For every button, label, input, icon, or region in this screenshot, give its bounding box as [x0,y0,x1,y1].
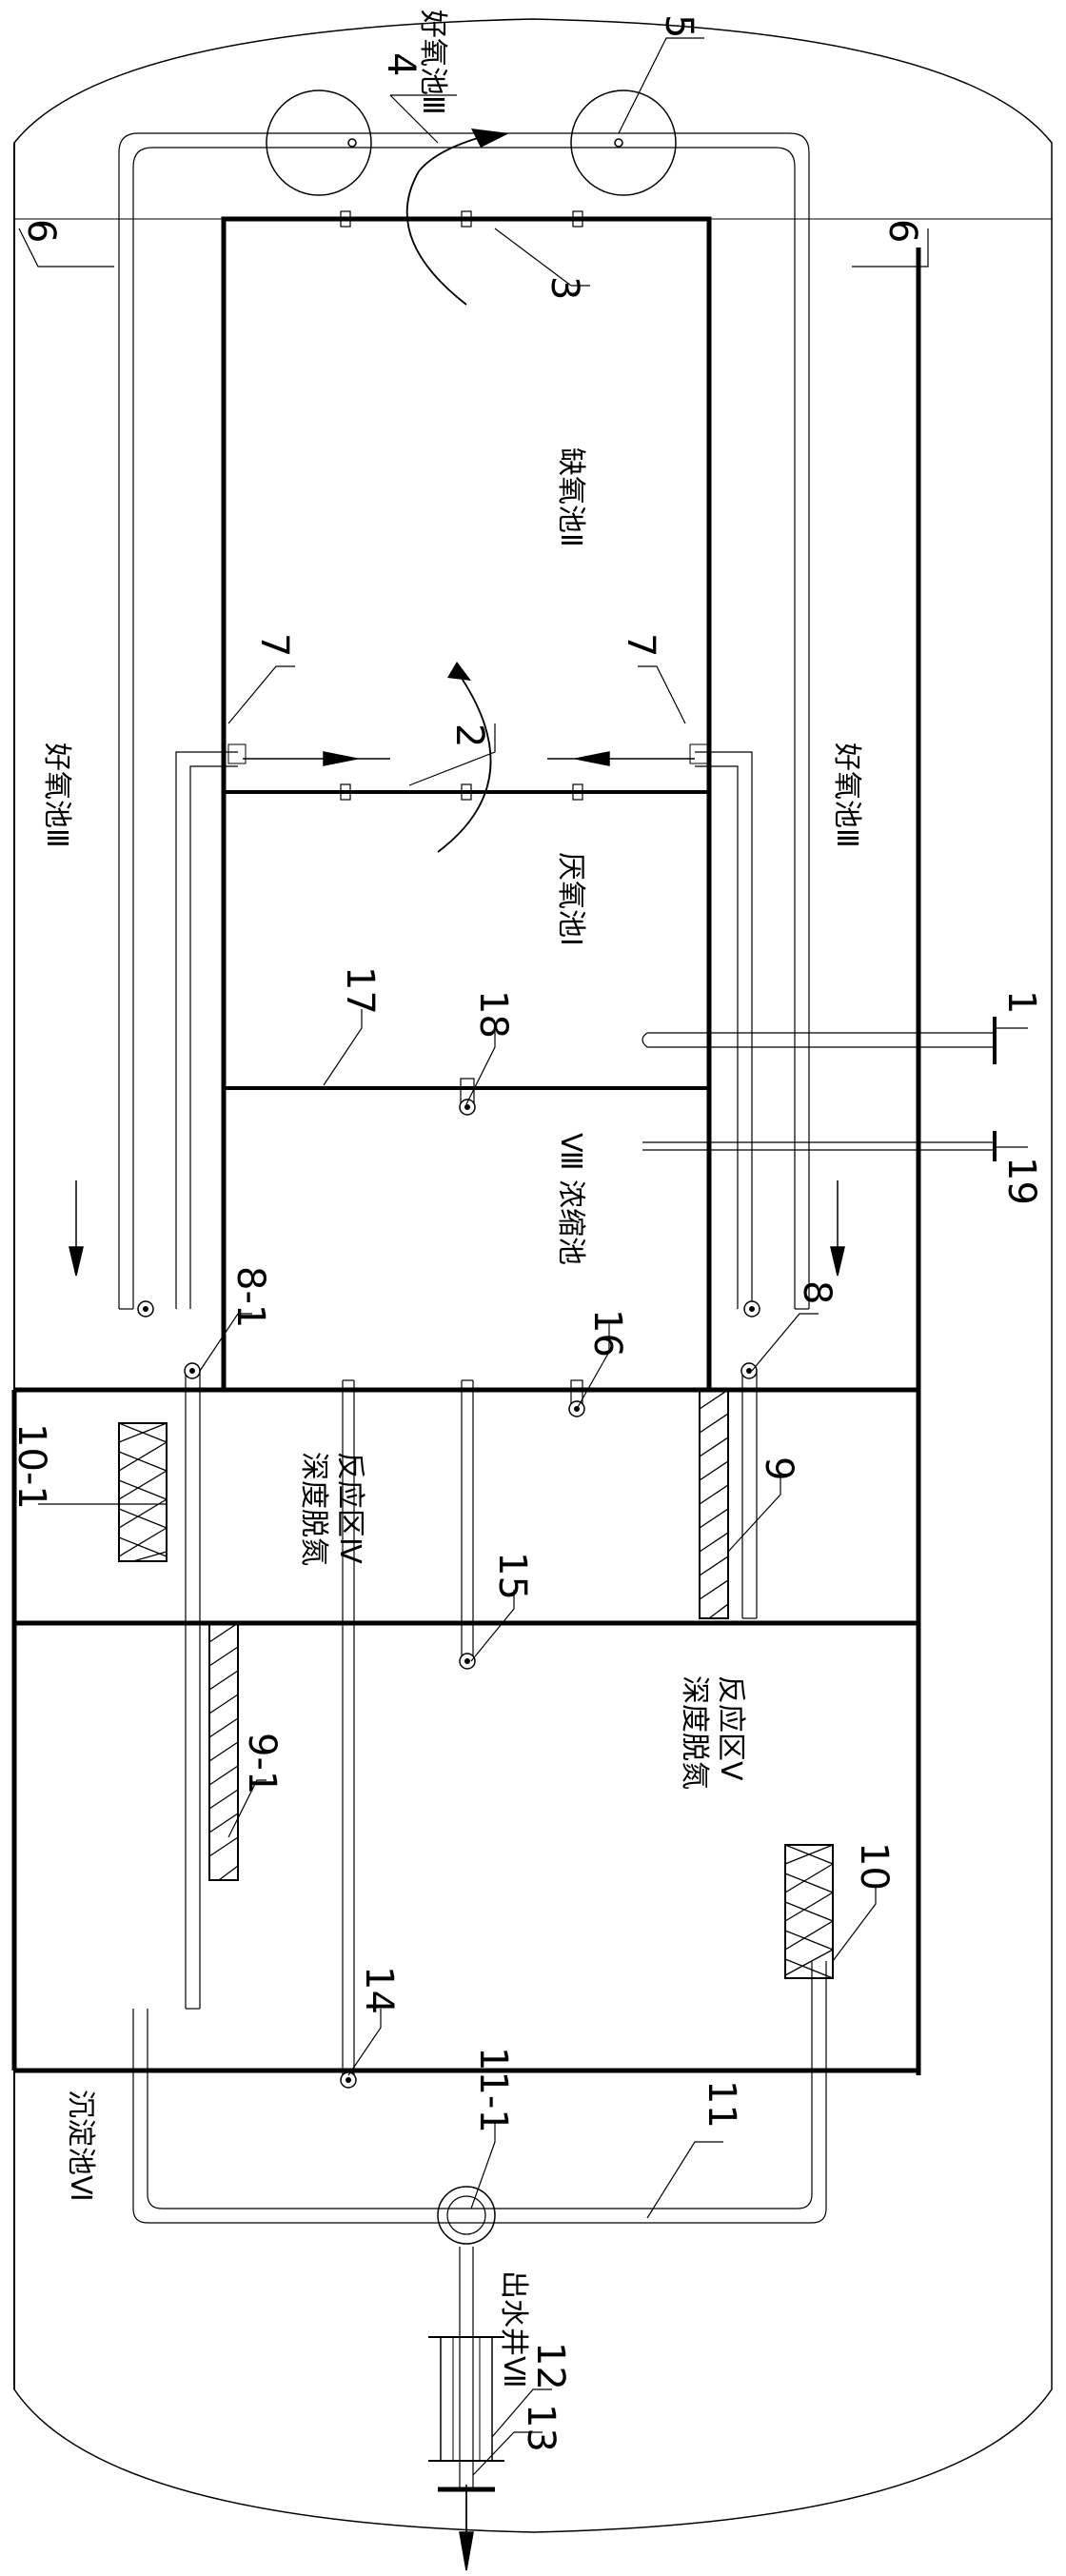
pipe-7-right [695,751,753,1309]
pipe-11 [147,1961,813,2209]
label-10: 10 [852,1842,896,1891]
label-12: 12 [528,2342,572,2390]
label-16: 16 [585,1309,629,1357]
pipe-7-left [175,751,238,1309]
label-11-1: 11-1 [471,2047,515,2133]
label-2: 2 [447,723,491,747]
label-6-right: 6 [880,219,924,243]
label-4: 4 [379,52,423,76]
label-9: 9 [757,1456,800,1480]
recirc-arrow-2 [437,670,492,853]
top-circle-right [570,89,677,196]
label-3: 3 [543,276,586,300]
label-17: 17 [338,966,382,1015]
label-14: 14 [357,1966,401,2014]
label-8: 8 [795,1280,839,1304]
hatch-box-9 [699,1389,729,1619]
label-7-left: 7 [252,633,296,657]
tank-outline [13,18,1053,2533]
pipe-15 [461,1380,474,1661]
label-8-1: 8-1 [228,1266,272,1328]
zone-aerobic-top: 好氧池Ⅲ [416,10,449,115]
zone-deep-denitrification-iv: 深度脱氮反应区Ⅳ [297,1452,366,1566]
zone-concentrator-viii: Ⅷ 浓缩池 [554,1133,587,1265]
media-box-10-1 [118,1422,168,1562]
filter-12 [440,2336,493,2462]
outlet-pipe [459,2247,474,2489]
label-10-1: 10-1 [10,1423,53,1510]
top-circle-left [266,89,372,196]
pipe-1 [647,1032,995,1048]
label-15: 15 [490,1552,534,1600]
label-5: 5 [657,14,701,38]
zone-deep-denitrification-v: 深度脱氮反应区Ⅴ [678,1675,747,1790]
pipe-8 [741,1371,758,1618]
central-core [221,216,712,1393]
label-1: 1 [999,990,1043,1014]
media-box-10 [784,1844,834,1979]
recirc-arrow-3 [405,132,496,306]
label-18: 18 [471,990,515,1039]
label-7-right: 7 [619,633,662,657]
label-11: 11 [700,2080,743,2129]
hatch-box-9-1 [208,1622,239,1881]
label-9-1: 9-1 [240,1733,284,1794]
zone-anoxic-ii: 缺氧池Ⅱ [554,447,587,547]
zone-aerobic-right: 好氧池Ⅲ [830,743,863,848]
label-13: 13 [519,2404,563,2452]
label-19: 19 [999,1157,1043,1205]
zone-aerobic-left: 好氧池Ⅲ [40,743,73,848]
pipe-14 [342,1380,355,2080]
zone-outlet-vii: 出水井Ⅶ [497,2270,530,2388]
pipe-8-1 [185,1371,201,2009]
outlet-circle [437,2186,496,2245]
pipe-6-inner [132,147,796,1309]
pipe-6-left [118,132,810,1309]
zone-sedimentation-vi: 沉淀池Ⅵ [64,2090,97,2202]
label-6-left: 6 [19,219,63,243]
zone-anaerobic-i: 厌氧池Ⅰ [554,852,587,946]
